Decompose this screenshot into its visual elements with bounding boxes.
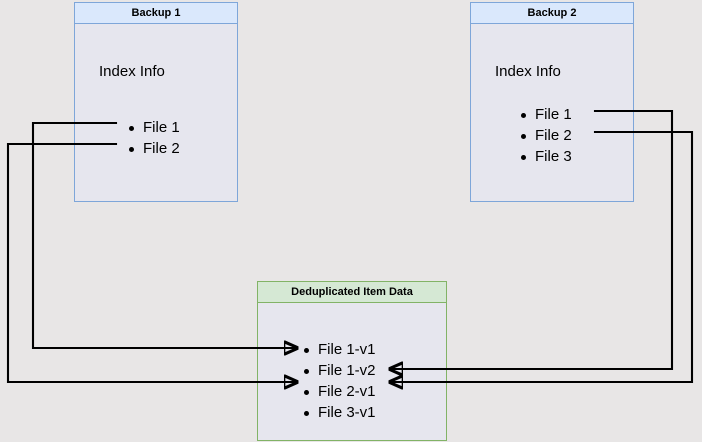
node-backup1-heading: Index Info — [99, 63, 165, 80]
list-item[interactable]: File 2 — [519, 125, 572, 146]
node-backup2-file-list: File 1 File 2 File 3 — [519, 104, 572, 167]
list-item[interactable]: File 2-v1 — [302, 381, 376, 402]
node-backup1[interactable]: Backup 1 Index Info File 1 File 2 — [74, 2, 238, 202]
list-item[interactable]: File 3 — [519, 146, 572, 167]
node-backup2[interactable]: Backup 2 Index Info File 1 File 2 File 3 — [470, 2, 634, 202]
node-deduplicated-item-data[interactable]: Deduplicated Item Data File 1-v1 File 1-… — [257, 281, 447, 441]
list-item[interactable]: File 3-v1 — [302, 402, 376, 423]
list-item[interactable]: File 1 — [519, 104, 572, 125]
node-backup2-title: Backup 2 — [471, 3, 633, 24]
list-item[interactable]: File 1 — [127, 117, 180, 138]
list-item[interactable]: File 2 — [127, 138, 180, 159]
node-backup2-heading: Index Info — [495, 63, 561, 80]
node-backup1-title: Backup 1 — [75, 3, 237, 24]
list-item[interactable]: File 1-v1 — [302, 339, 376, 360]
list-item[interactable]: File 1-v2 — [302, 360, 376, 381]
node-backup1-file-list: File 1 File 2 — [127, 117, 180, 159]
node-dedup-title: Deduplicated Item Data — [258, 282, 446, 303]
node-dedup-file-list: File 1-v1 File 1-v2 File 2-v1 File 3-v1 — [302, 339, 376, 423]
